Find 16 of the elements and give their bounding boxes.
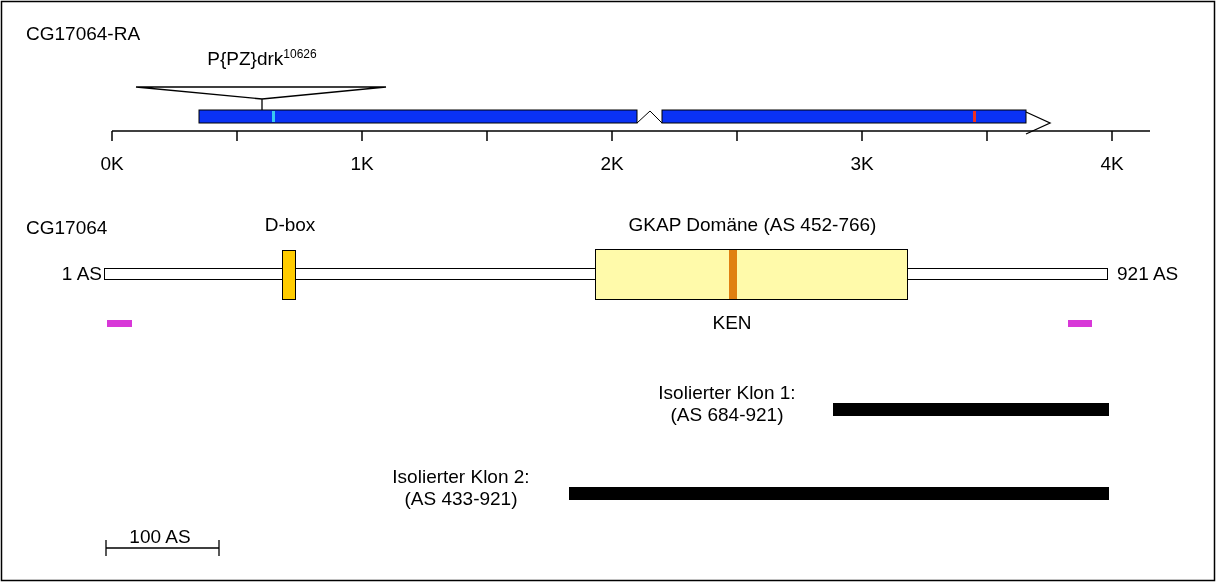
position-label: 1 AS [61, 263, 102, 285]
tick-label: 3K [850, 153, 874, 175]
scale-label: 100 AS [129, 526, 191, 548]
position-label: 921 AS [1117, 263, 1179, 285]
tick-label: 1K [350, 153, 374, 175]
gene-label: CG17064-RA [26, 23, 141, 45]
tick-label: 4K [1100, 153, 1124, 175]
clone-label: Isolierter Klon 2: (AS 433-921) [391, 466, 531, 510]
motif-label: KEN [712, 312, 752, 334]
clone-label: Isolierter Klon 1: (AS 684-921) [657, 382, 797, 426]
heading: GKAP Domäne (AS 452-766) [627, 214, 878, 236]
heading: D-box [263, 214, 317, 236]
tick-label: 2K [600, 153, 624, 175]
protein-label: CG17064 [26, 217, 108, 239]
tick-label: 0K [100, 153, 124, 175]
insertion-label: P{PZ}drk$^{10626}$ [207, 48, 317, 70]
